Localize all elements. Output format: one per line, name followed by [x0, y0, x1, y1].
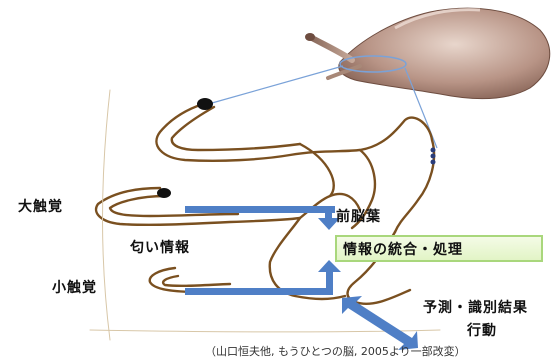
label-small-tentacle: 小触覚: [52, 277, 97, 297]
label-action: 行動: [467, 320, 497, 340]
integration-label: 情報の統合・処理: [343, 239, 463, 259]
label-procerebrum: 前脳葉: [336, 206, 381, 226]
signal-arrows: [185, 206, 418, 350]
source-caption: （山口恒夫他, もうひとつの脳, 2005より一部改変）: [205, 343, 466, 359]
olfactory-ganglion-marker: [157, 188, 171, 198]
label-prediction: 予測・識別結果: [423, 297, 528, 317]
tentacle-tip-marker: [197, 98, 213, 110]
slug-image: [305, 8, 550, 98]
label-large-tentacle: 大触覚: [18, 196, 63, 216]
zoom-line-left: [212, 66, 343, 103]
nervous-system-outline: [90, 90, 440, 340]
label-odor-info: 匂い情報: [130, 237, 190, 257]
integration-box: 情報の統合・処理: [335, 235, 543, 262]
